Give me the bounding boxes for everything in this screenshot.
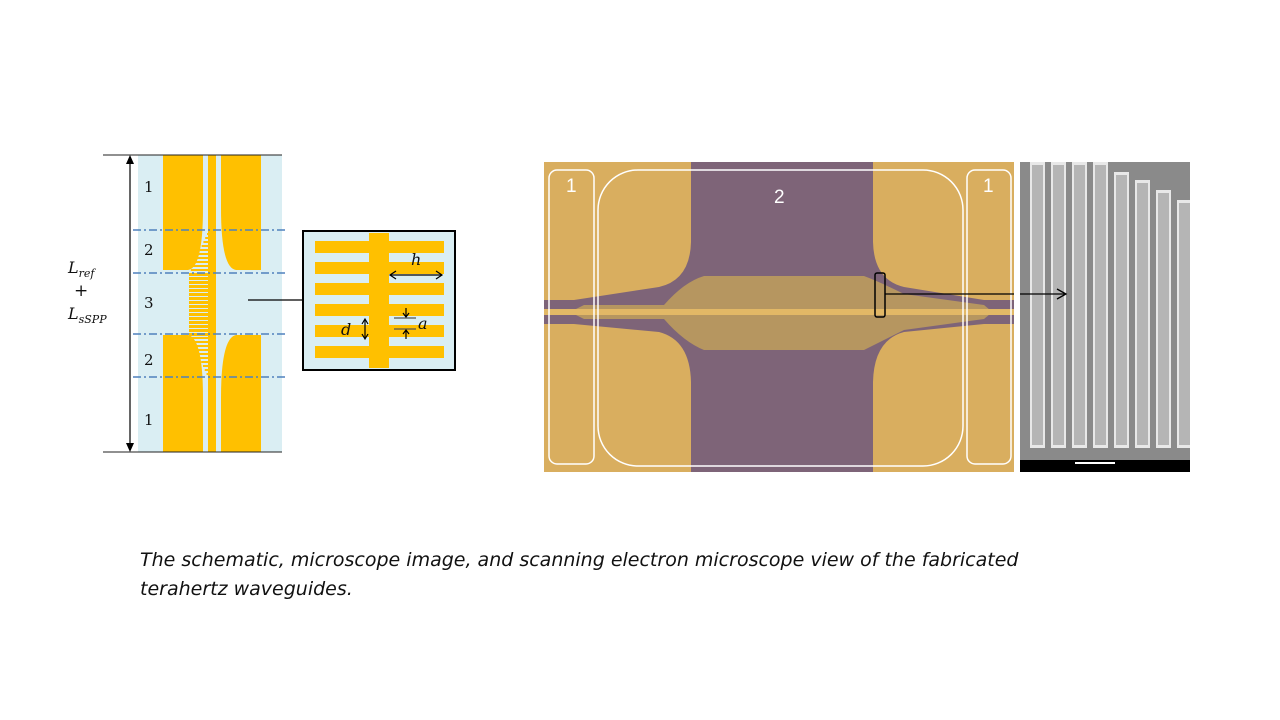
tooth (204, 369, 212, 371)
region-label-1-top: 1 (144, 178, 154, 196)
sem-image (1020, 162, 1190, 472)
tooth (189, 317, 212, 320)
region-box-2 (597, 169, 964, 467)
tooth (203, 241, 212, 243)
corrugation-teeth (189, 233, 212, 375)
region-box-1-left (548, 169, 595, 465)
tooth (189, 321, 212, 324)
micro-label-1-right: 1 (983, 176, 994, 197)
figure-caption: The schematic, microscope image, and sca… (140, 549, 1019, 600)
length-label-ref: Lref (68, 258, 95, 281)
tooth (189, 313, 212, 316)
tooth (198, 253, 212, 255)
tooth (189, 329, 212, 332)
tooth (189, 289, 212, 292)
tooth (196, 257, 212, 259)
tooth (194, 261, 212, 263)
tooth (202, 365, 212, 367)
tooth (189, 277, 212, 280)
microscope-image (544, 162, 1014, 472)
tooth (189, 325, 212, 328)
region-label-1-bottom: 1 (144, 411, 154, 429)
region-label-2-bottom: 2 (144, 351, 154, 369)
section-dividers (133, 229, 288, 378)
tooth (189, 281, 212, 284)
ground-strip-bottom-left (163, 335, 203, 452)
tooth (190, 269, 212, 271)
label-h: h (411, 250, 422, 269)
ground-strip-top-left (163, 155, 203, 270)
tooth (189, 293, 212, 296)
tooth (199, 357, 212, 359)
tooth (199, 249, 212, 251)
a-dimension-arrows (402, 308, 410, 339)
tooth (195, 349, 212, 351)
tooth (190, 337, 212, 339)
tooth (189, 305, 212, 308)
tooth (197, 353, 212, 355)
ground-strip-bottom-right (221, 335, 261, 452)
region-box-1-right (966, 169, 1012, 465)
ground-strip-top-right (221, 155, 261, 270)
micro-label-1-left: 1 (566, 176, 577, 197)
sem-location-marker (874, 272, 886, 318)
tooth (207, 233, 212, 235)
tooth (189, 301, 212, 304)
tooth (189, 309, 212, 312)
region-label-3: 3 (144, 294, 154, 312)
tooth (189, 285, 212, 288)
length-label-sspp: LsSPP (68, 304, 107, 327)
label-d: d (341, 320, 352, 339)
tooth (193, 345, 212, 347)
tooth (201, 245, 212, 247)
waveguide-schematic (103, 154, 456, 453)
tooth (192, 265, 212, 267)
tooth (201, 361, 212, 363)
tooth (205, 237, 212, 239)
label-a: a (418, 314, 428, 333)
tooth (192, 341, 212, 343)
region-label-2-top: 2 (144, 241, 154, 259)
length-label-plus: + (74, 281, 89, 301)
tooth (206, 373, 212, 375)
tooth (189, 273, 212, 276)
micro-label-2: 2 (774, 187, 785, 208)
tooth (189, 297, 212, 300)
sem-info-bar (1020, 460, 1190, 472)
